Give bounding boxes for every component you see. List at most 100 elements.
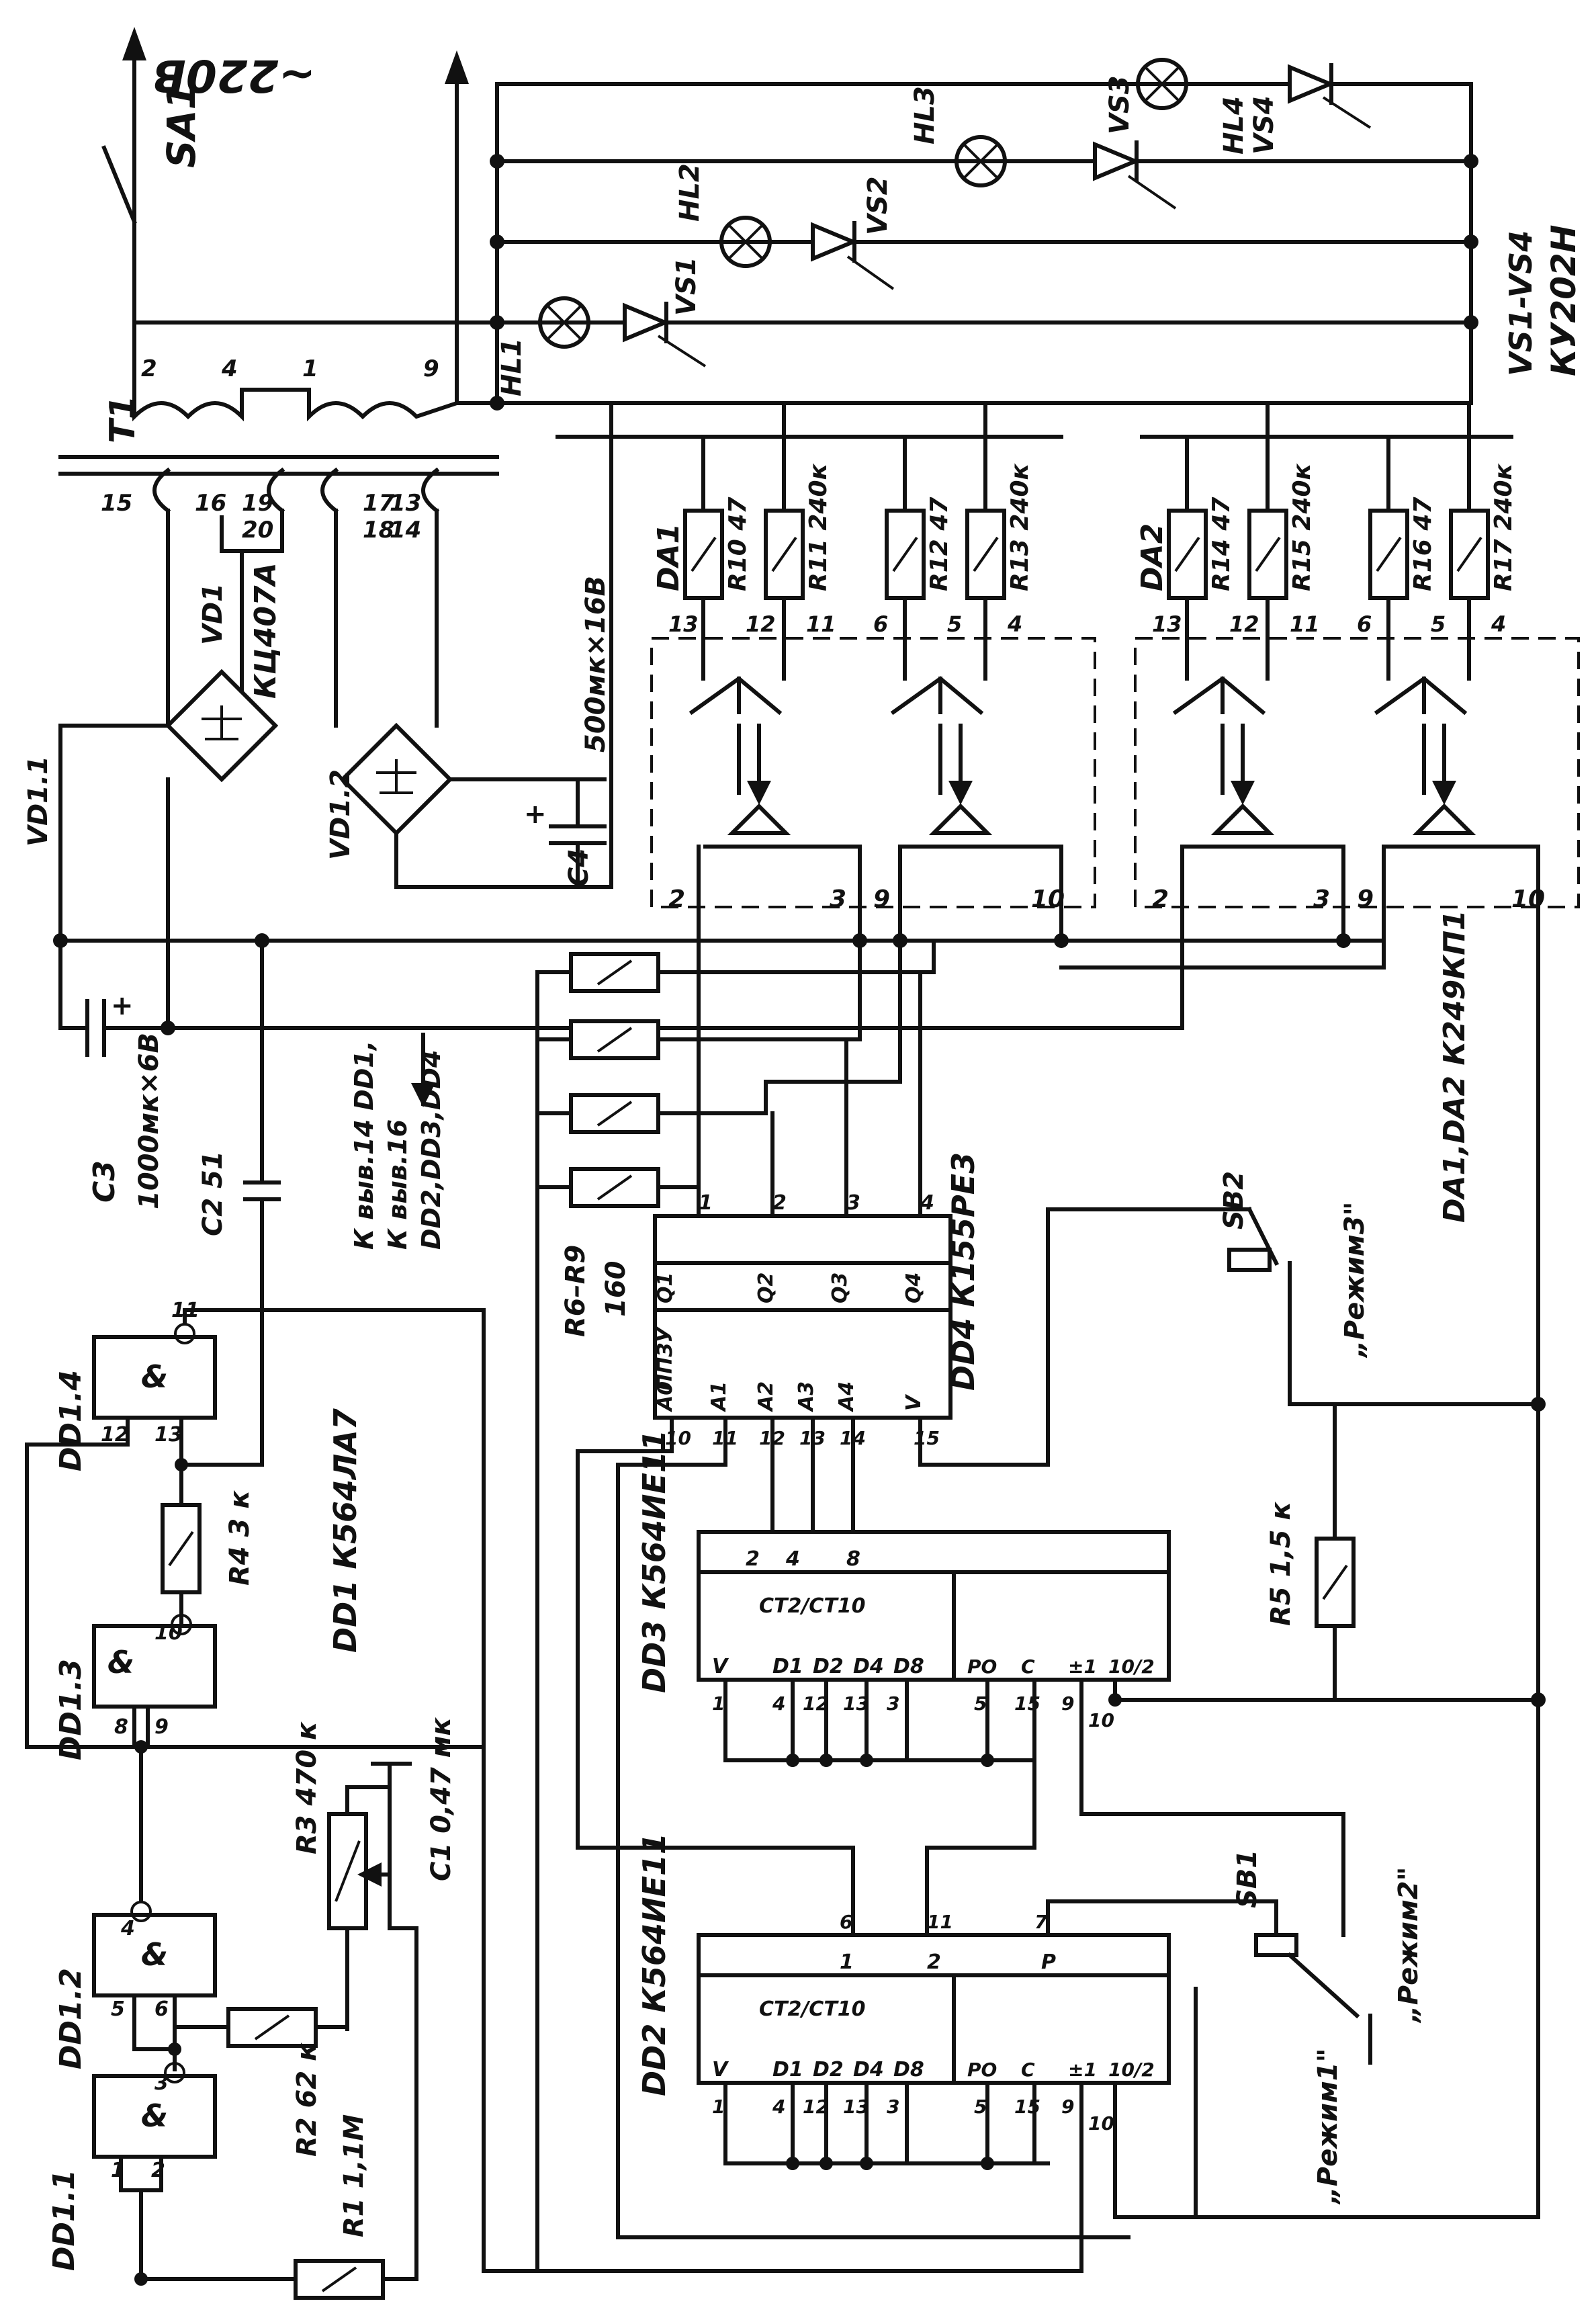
dd3-out-8: 8 [846, 1547, 860, 1571]
dd2-pin-10: 10 [1088, 2112, 1114, 2135]
button-sb1[interactable]: SB1 „Режим1" „Режим2" [1194, 1850, 1424, 2219]
sa1-label[interactable]: SA1 [159, 83, 204, 168]
da2-pin-11: 11 [1290, 611, 1320, 637]
t1-label: T1 [103, 395, 143, 443]
dd4-pin-4: 4 [920, 1191, 934, 1215]
mains-voltage-label: ~220В [152, 50, 316, 101]
optocoupler-da2: DA2 R14 47 R15 240к R16 47 R17 240к 2 3 … [1134, 401, 1580, 2219]
dd3-pin-4: 4 [772, 1692, 785, 1715]
dd3-d4: D4 [853, 1655, 884, 1678]
da2-pin-6: 6 [1357, 611, 1372, 637]
transformer-t1: T1 15 16 19 20 17 18 13 14 2 4 1 9 [58, 320, 499, 560]
dd3-v: V [712, 1655, 729, 1678]
dd4-body [653, 1214, 952, 1420]
dd3-pm1: ±1 [1068, 1655, 1097, 1678]
dd1-pin-10: 10 [154, 1621, 183, 1645]
da2-pin-4: 4 [1491, 611, 1506, 637]
dd3-po: PO [967, 1655, 997, 1678]
mode1-label: „Режим1" [1313, 2049, 1343, 2205]
dd1-pin-13: 13 [154, 1423, 183, 1447]
sb2-label[interactable]: SB2 [1218, 1171, 1249, 1230]
thyristor-vs3-icon [1093, 140, 1177, 210]
dd4-a3: A3 [795, 1381, 818, 1412]
dd1-pin-8: 8 [114, 1715, 128, 1739]
dd1-1-and: & [141, 2098, 168, 2134]
dd2-c: С [1021, 2059, 1035, 2081]
da1-pin-3: 3 [830, 886, 846, 913]
r14-label: R14 47 [1208, 497, 1235, 591]
thyristor-vs2-icon [811, 221, 895, 290]
dd2-pin-3: 3 [887, 2096, 899, 2118]
dd1-3-gate [92, 1624, 217, 1709]
t1-pin-19: 19 [242, 490, 273, 517]
r15-label: R15 240к [1288, 463, 1316, 591]
dd4-a2: A2 [754, 1381, 778, 1412]
r13-label: R13 240к [1006, 463, 1034, 591]
dd3-out-2: 2 [746, 1547, 760, 1571]
dd1-pin-12: 12 [101, 1423, 129, 1447]
da1-label: DA1 [652, 523, 686, 591]
lamp-hl3-icon [955, 135, 1007, 187]
dd1-title: DD1 К564ЛА7 [327, 1408, 363, 1653]
dd3-d1: D1 [772, 1655, 803, 1678]
dd2-pin-9: 9 [1061, 2096, 1074, 2118]
c4-value-label: 500мк×16В [580, 576, 611, 752]
hl2-label: HL2 [674, 163, 705, 222]
dd1-3-and: & [107, 1644, 134, 1680]
thyristor-vs4-icon [1288, 63, 1372, 129]
mode3-label: „Режим3" [1339, 1202, 1370, 1359]
dd1-1-label: DD1.1 [47, 2169, 81, 2271]
dd4-pin-15: 15 [914, 1427, 940, 1449]
t1-pin-1: 1 [302, 355, 318, 382]
dd2-pin-5: 5 [974, 2096, 987, 2118]
mains-arrow-left-icon [122, 27, 146, 60]
t1-pin-16: 16 [195, 490, 226, 517]
r1-label: R1 1,1М [339, 2114, 369, 2237]
dd2-po: PO [967, 2059, 997, 2081]
dd4-a0: A0 [654, 1381, 677, 1412]
dd2-d2: D2 [813, 2058, 844, 2081]
dd3-pin-5: 5 [974, 1692, 987, 1715]
r6r9-label: R6–R9 [560, 1245, 591, 1337]
dd4-v: V [902, 1393, 926, 1411]
dd1-pin-1: 1 [111, 2159, 125, 2182]
dd3-pin-9: 9 [1061, 1692, 1074, 1715]
da2-pin-13: 13 [1152, 611, 1182, 637]
vd11-label: VD1.1 [23, 756, 54, 847]
chip-dd1: & DD1.4 12 13 11 R4 3 к & DD1.3 10 8 9 D… [25, 1299, 539, 2300]
da2-pin-12: 12 [1229, 611, 1259, 637]
dd4-pin-10: 10 [665, 1427, 691, 1449]
r3-label: R3 470 к [292, 1721, 322, 1854]
vd12-label: VD1.2 [325, 769, 356, 860]
dd1-4-and: & [141, 1359, 168, 1395]
vd1-label: VD1 [197, 583, 228, 645]
c3-plus-label: + [111, 990, 134, 1021]
lamp-hl2-icon [719, 216, 772, 268]
mains-arrow-right-icon [445, 50, 469, 84]
dd1-pin-11: 11 [171, 1299, 200, 1322]
button-sb2[interactable]: SB2 „Режим3" DA1,DA2 К249КП1 R5 1,5 к [1046, 910, 1540, 1702]
dd1-4-gate [92, 1335, 217, 1420]
sb1-label[interactable]: SB1 [1232, 1850, 1263, 1908]
c1-label: C1 0,47 мк [426, 1717, 457, 1881]
r6r9-value-label: 160 [601, 1261, 631, 1318]
dd4-q4: Q4 [902, 1273, 926, 1303]
chip-dd4: Q1 Q2 Q3 Q4 ППЗУ A0 A1 A2 A3 A4 V DD4 К1… [653, 970, 1050, 1534]
da1-pin-9: 9 [873, 886, 890, 913]
mode2-label: „Режим2" [1393, 1867, 1424, 2024]
dd4-title: DD4 К155РЕ3 [945, 1152, 981, 1391]
dd4-a1: A1 [707, 1381, 731, 1412]
optocoupler-da1: DA1 R10 47 R11 240к R12 47 R13 240к 2 3 … [556, 401, 1096, 1084]
dd3-out-4: 4 [785, 1547, 800, 1571]
supply-note-1: К выв.14 DD1, [349, 1041, 379, 1250]
da2-label: DA2 [1135, 523, 1169, 591]
chip-dd2: V D1 D2 D4 D8 СТ2/СТ10 PO С ±1 10/2 1 2 … [636, 1833, 1540, 2273]
dd2-d1: D1 [772, 2058, 803, 2081]
da2-pin-10: 10 [1511, 886, 1545, 913]
dd3-pin-15: 15 [1014, 1692, 1040, 1715]
resistor-r1-icon [294, 2259, 385, 2300]
dd2-out-2: 2 [927, 1950, 941, 1974]
hl1-label: HL1 [496, 338, 527, 396]
vd1-type-label: КЦ407А [249, 562, 283, 699]
dd1-pin-6: 6 [154, 1997, 169, 2021]
